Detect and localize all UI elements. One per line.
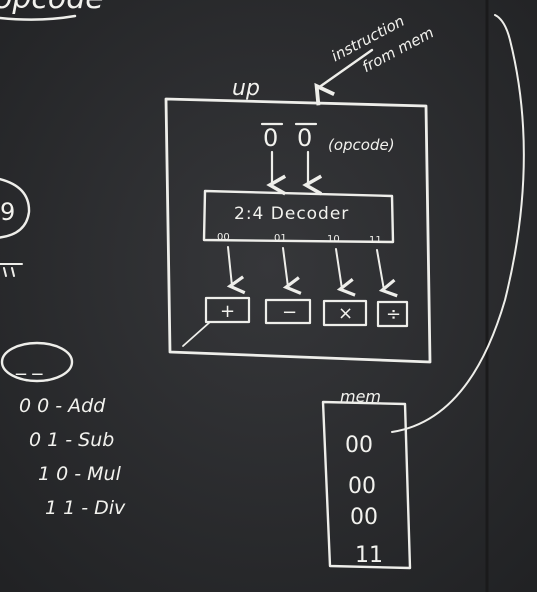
memory-box xyxy=(321,400,412,570)
left-circle xyxy=(0,178,31,239)
decoder-output: 11 xyxy=(369,235,382,246)
opcode-table-row: 1 1 - Div xyxy=(45,497,126,519)
output-arrow xyxy=(226,246,246,295)
blank-oval xyxy=(0,341,74,383)
decoder-label: 2:4 Decoder xyxy=(234,204,349,224)
processor-label: up xyxy=(232,76,260,101)
opcode-note: (opcode) xyxy=(328,136,395,154)
output-arrow xyxy=(282,247,302,295)
operation-box-div xyxy=(376,300,409,328)
operation-symbol: + xyxy=(220,301,235,322)
opcode-bit-2: 0 xyxy=(297,124,312,152)
operation-symbol: × xyxy=(338,303,353,324)
heading: opcode xyxy=(0,0,104,16)
memory-cell: 00 xyxy=(348,474,376,499)
output-line xyxy=(182,321,211,347)
opcode-bit-1: 0 xyxy=(263,124,278,152)
memory-label: mem xyxy=(340,387,381,406)
left-circle-number: 9 xyxy=(0,198,15,226)
decoder-output: 10 xyxy=(327,234,340,245)
annotation-arrow xyxy=(314,48,374,106)
operation-box-sub xyxy=(264,298,312,325)
output-arrow xyxy=(335,248,356,297)
blank-slot: _ _ xyxy=(15,351,43,375)
opcode-table-row: 0 0 - Add xyxy=(19,395,106,417)
memory-cell: 00 xyxy=(345,433,373,458)
operation-symbol: − xyxy=(282,302,297,323)
memory-connector xyxy=(391,14,525,433)
operation-box-mul xyxy=(322,299,368,327)
opcode-table-row: 0 1 - Sub xyxy=(29,429,114,451)
heading-underline xyxy=(0,14,77,21)
operation-box-add xyxy=(204,296,251,324)
memory-cell: 00 xyxy=(350,505,378,530)
decoder-output: 01 xyxy=(274,233,287,244)
operation-symbol: ÷ xyxy=(386,304,401,325)
memory-cell: 11 xyxy=(355,543,383,568)
left-scribble xyxy=(0,263,23,277)
output-arrow xyxy=(376,249,398,298)
decoder-box xyxy=(202,189,395,244)
processor-box xyxy=(164,97,432,364)
decoder-output: 00 xyxy=(217,232,230,243)
opcode-table-row: 1 0 - Mul xyxy=(38,463,122,485)
